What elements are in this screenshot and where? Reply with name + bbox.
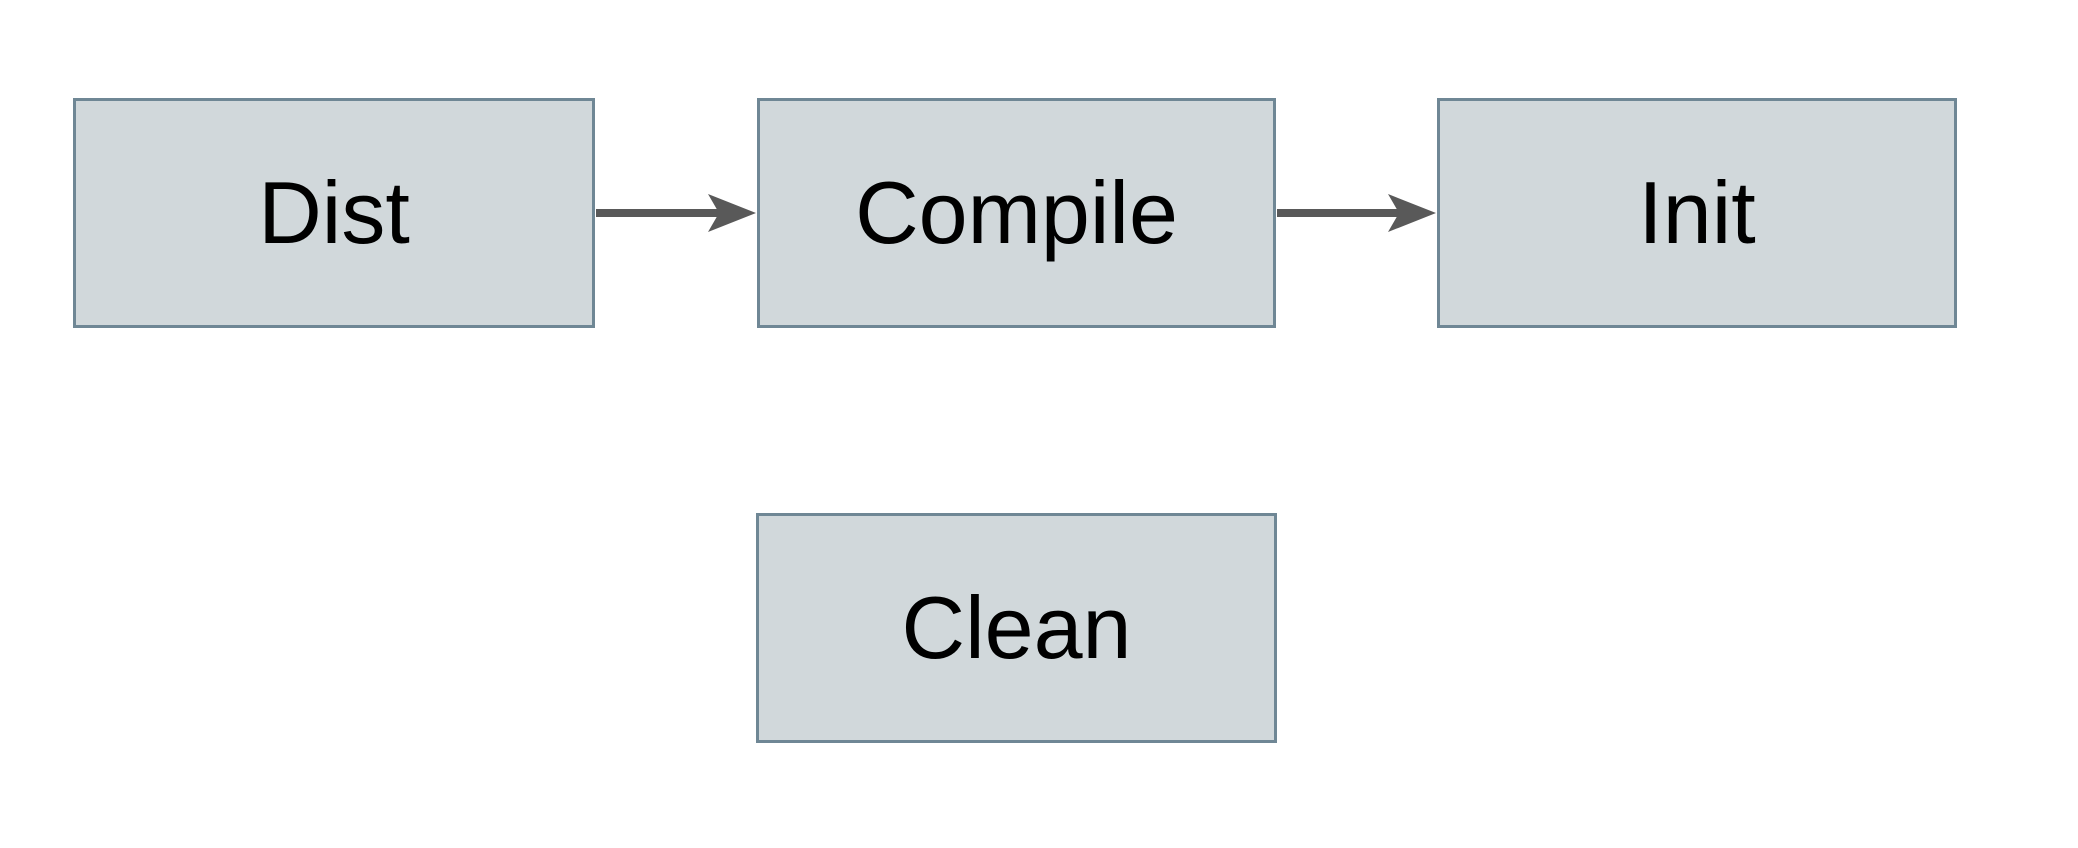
flowchart-node-init[interactable]: Init bbox=[1437, 98, 1957, 328]
node-label-compile: Compile bbox=[855, 163, 1178, 262]
arrow-dist-to-compile-icon[interactable] bbox=[596, 194, 756, 232]
flowchart-node-dist[interactable]: Dist bbox=[73, 98, 595, 328]
node-label-dist: Dist bbox=[258, 163, 410, 262]
flowchart-node-compile[interactable]: Compile bbox=[757, 98, 1276, 328]
node-label-init: Init bbox=[1638, 163, 1756, 262]
node-label-clean: Clean bbox=[901, 578, 1132, 677]
flowchart-node-clean[interactable]: Clean bbox=[756, 513, 1277, 743]
arrow-compile-to-init-icon[interactable] bbox=[1277, 194, 1436, 232]
